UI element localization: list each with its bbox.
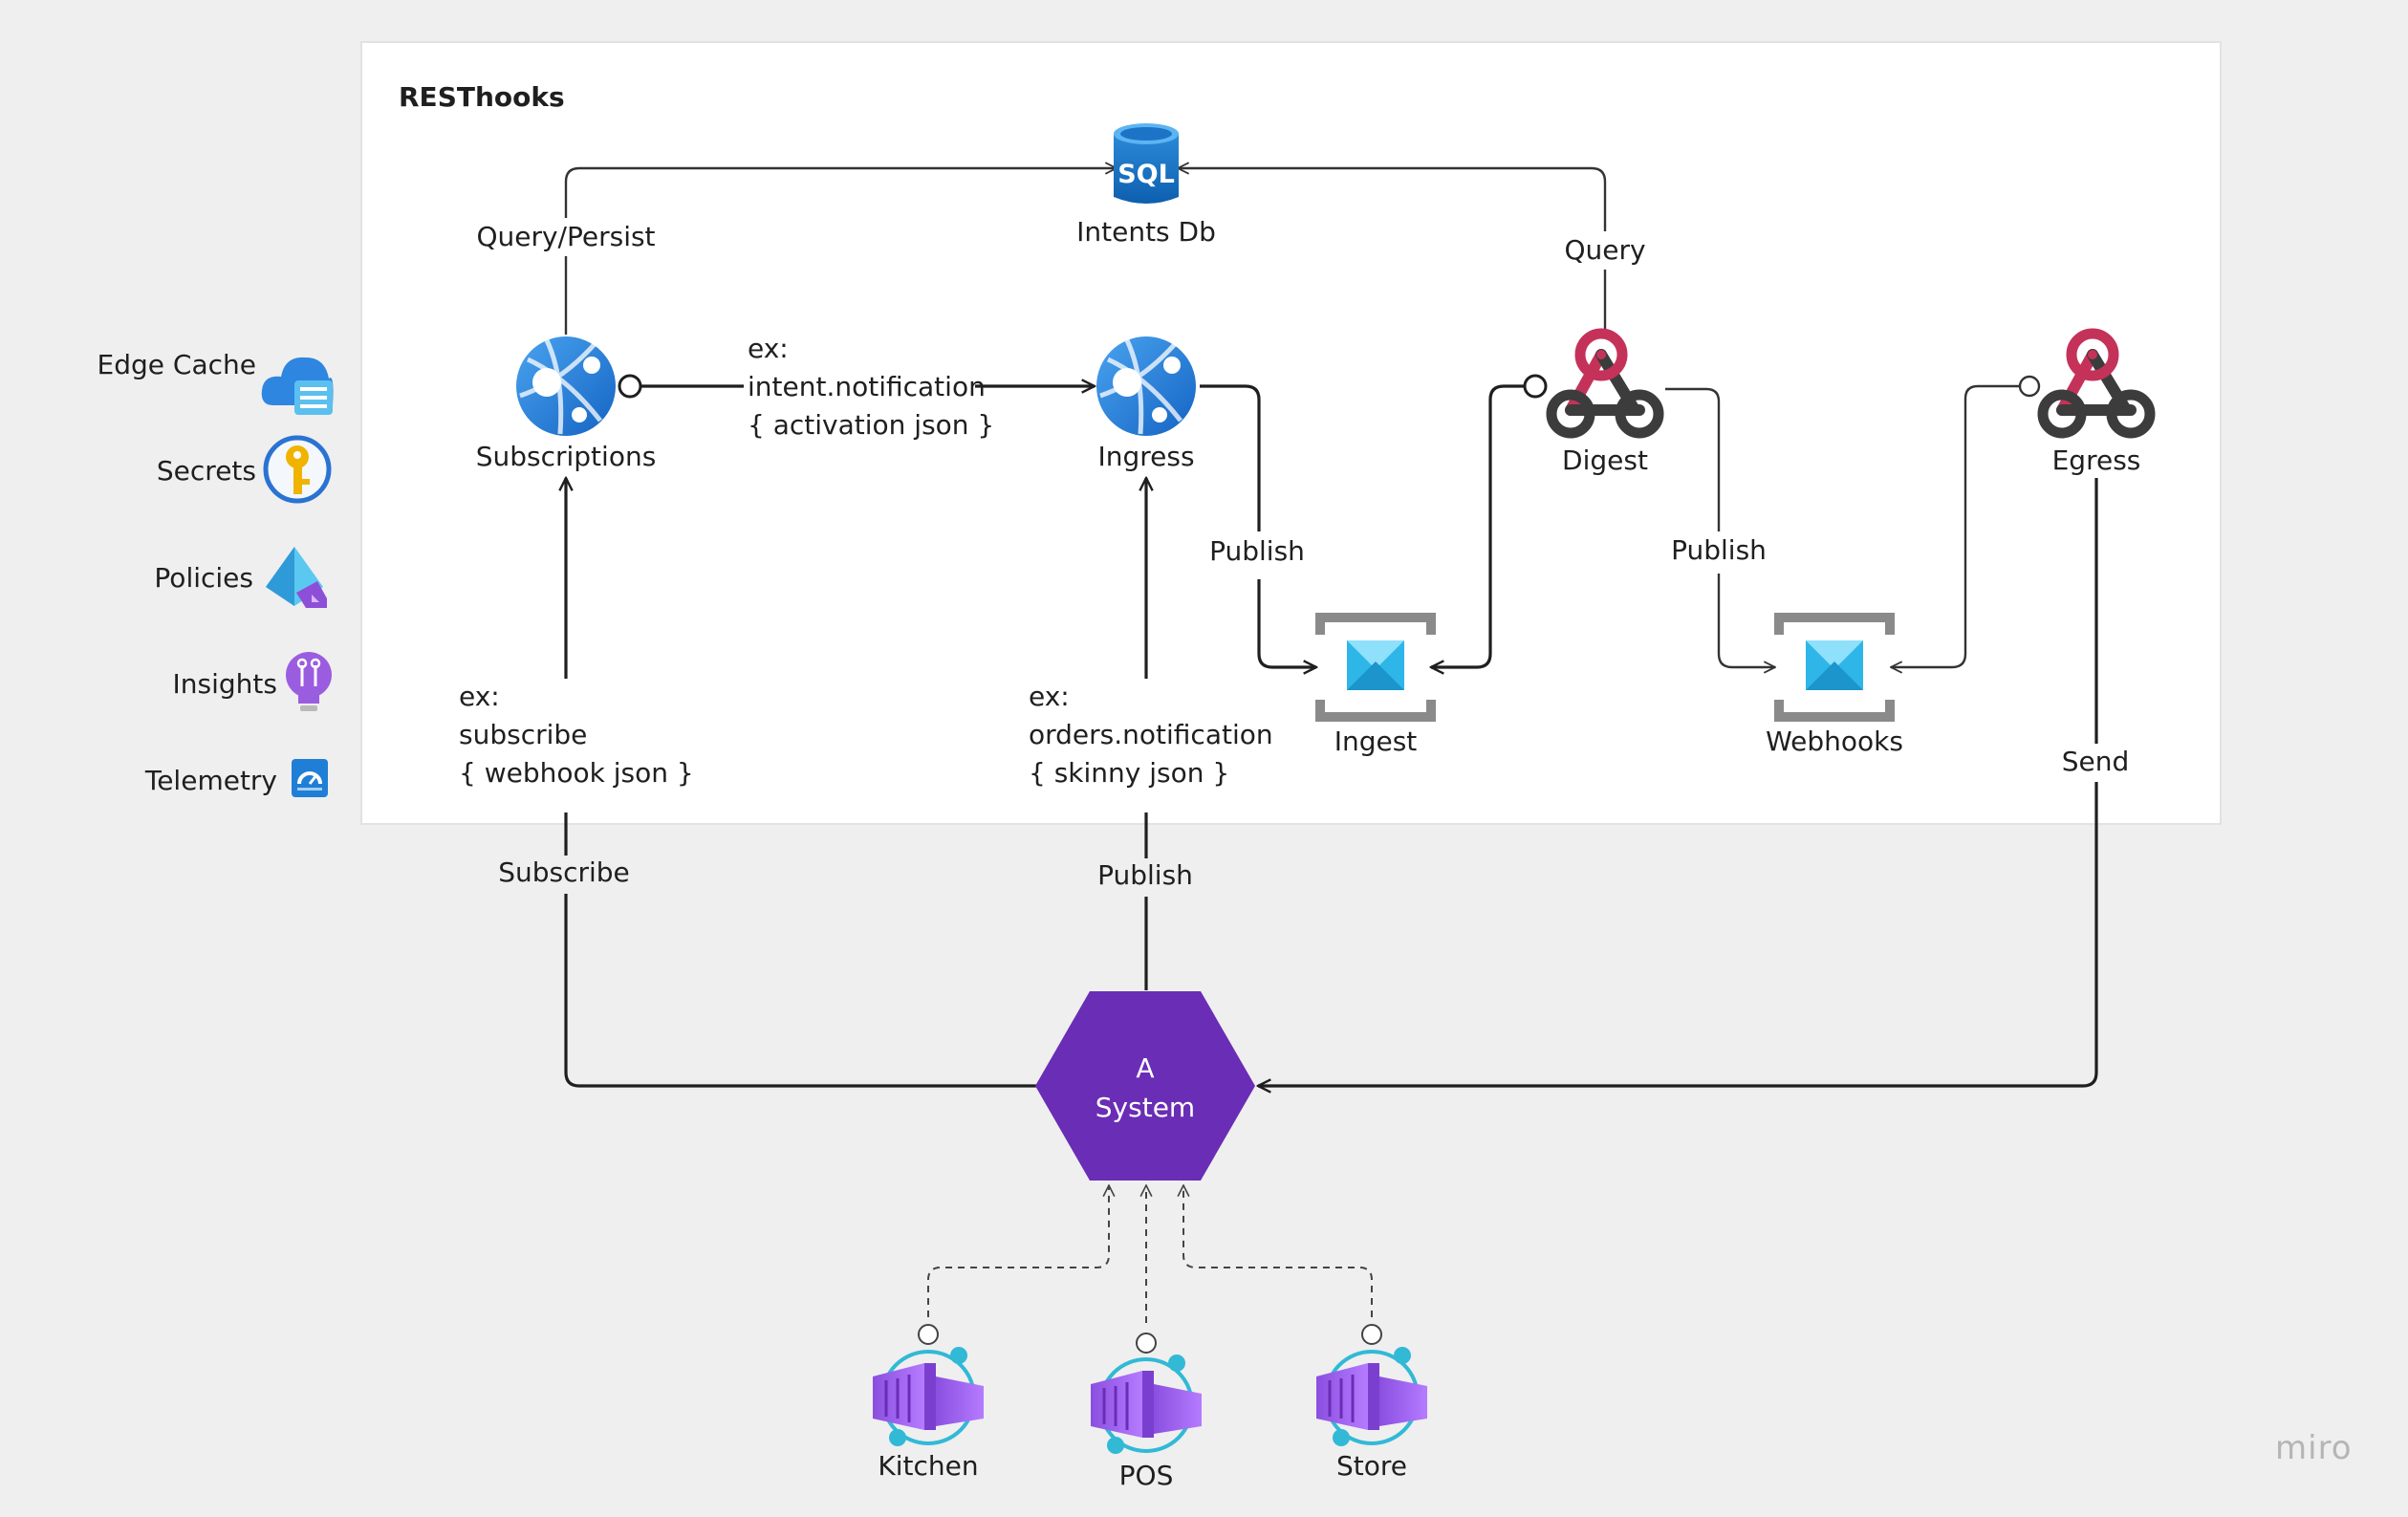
edge-send — [1258, 478, 2098, 1086]
edge-digest-ingest — [1431, 384, 1525, 667]
connector-start-circle — [2018, 375, 2041, 398]
edge-store-system — [1183, 1185, 1373, 1317]
edge-label-intent-line1: ex: — [748, 333, 789, 364]
legend-label-telemetry: Telemetry — [144, 765, 277, 796]
edge-label-query-persist: Query/Persist — [470, 218, 662, 256]
legend-label-insights: Insights — [172, 668, 277, 700]
node-label-ingress: Ingress — [1097, 441, 1195, 472]
diagram-title: RESThooks — [399, 81, 565, 113]
resthooks-frame — [360, 41, 2222, 825]
event-grid-topic-icon[interactable] — [1315, 613, 1436, 722]
connector-start-circle — [618, 374, 642, 399]
edge-egress-webhooks — [1891, 384, 2020, 667]
node-label-digest: Digest — [1562, 444, 1648, 476]
node-label-store: Store — [1335, 1450, 1408, 1482]
system-label-line2: System — [1096, 1092, 1195, 1123]
edge-publish-webhooks — [1665, 387, 1775, 667]
legend-label-policies: Policies — [154, 562, 253, 594]
edge-label-intent-line3: { activation json } — [748, 409, 995, 441]
edge-kitchen-system — [927, 1185, 1109, 1317]
edge-query-persist — [564, 168, 1117, 335]
edge-subscribe — [566, 478, 1036, 1088]
edge-label-publish-webhooks: Publish — [1667, 531, 1770, 570]
edge-label-subscribe-line3: { webhook json } — [459, 757, 694, 789]
edge-label-subscribe: Subscribe — [498, 856, 630, 888]
edge-label-orders-line2: orders.notification — [1029, 719, 1273, 750]
system-hexagon[interactable] — [1035, 991, 1255, 1181]
edge-label-intent-line2: intent.notification — [748, 371, 986, 402]
container-apps-icon[interactable] — [1316, 1347, 1427, 1446]
key-vault-icon — [263, 435, 332, 504]
policy-icon — [266, 547, 327, 608]
connector-start-circle — [1361, 1324, 1382, 1345]
edge-label-query: Query — [1558, 231, 1652, 270]
node-label-intents-db: Intents Db — [1076, 216, 1216, 248]
node-label-webhooks: Webhooks — [1766, 726, 1903, 757]
edge-label-publish-ingest: Publish — [1205, 532, 1309, 571]
legend-label-secrets: Secrets — [156, 455, 256, 487]
edge-label-orders-line3: { skinny json } — [1029, 757, 1230, 789]
container-apps-icon[interactable] — [873, 1347, 984, 1446]
node-label-subscriptions: Subscriptions — [475, 441, 657, 472]
legend-label-edge-cache: Edge Cache — [97, 349, 256, 380]
node-label-pos: POS — [1118, 1460, 1174, 1491]
node-label-egress: Egress — [2051, 444, 2141, 476]
cloud-cache-icon — [261, 357, 334, 415]
app-insights-bulb-icon — [286, 652, 332, 711]
edge-label-send: Send — [2061, 746, 2130, 777]
webhook-icon[interactable] — [2037, 328, 2156, 439]
app-service-globe-icon[interactable] — [1096, 336, 1196, 436]
webhook-icon[interactable] — [1546, 328, 1664, 439]
sql-database-icon[interactable]: SQL — [1114, 123, 1179, 204]
node-label-kitchen: Kitchen — [878, 1450, 979, 1482]
dashboard-gauge-icon — [292, 759, 328, 797]
connector-start-circle — [918, 1324, 939, 1345]
node-label-ingest: Ingest — [1334, 726, 1418, 757]
connector-start-circle — [1136, 1333, 1157, 1354]
edge-label-subscribe-line2: subscribe — [459, 719, 588, 750]
edge-publish-ingest — [1200, 384, 1316, 667]
app-service-globe-icon[interactable] — [516, 336, 616, 436]
edge-query — [1178, 168, 1607, 335]
edge-label-orders-line1: ex: — [1029, 681, 1070, 712]
sql-icon-text: SQL — [1117, 160, 1175, 189]
connector-start-circle — [1523, 374, 1548, 399]
event-grid-topic-icon[interactable] — [1774, 613, 1895, 722]
container-apps-icon[interactable] — [1091, 1354, 1202, 1454]
edge-label-subscribe-line1: ex: — [459, 681, 500, 712]
system-label-line1: A — [1136, 1052, 1154, 1084]
edge-label-publish-system: Publish — [1097, 859, 1193, 891]
miro-watermark: miro — [2275, 1429, 2353, 1467]
